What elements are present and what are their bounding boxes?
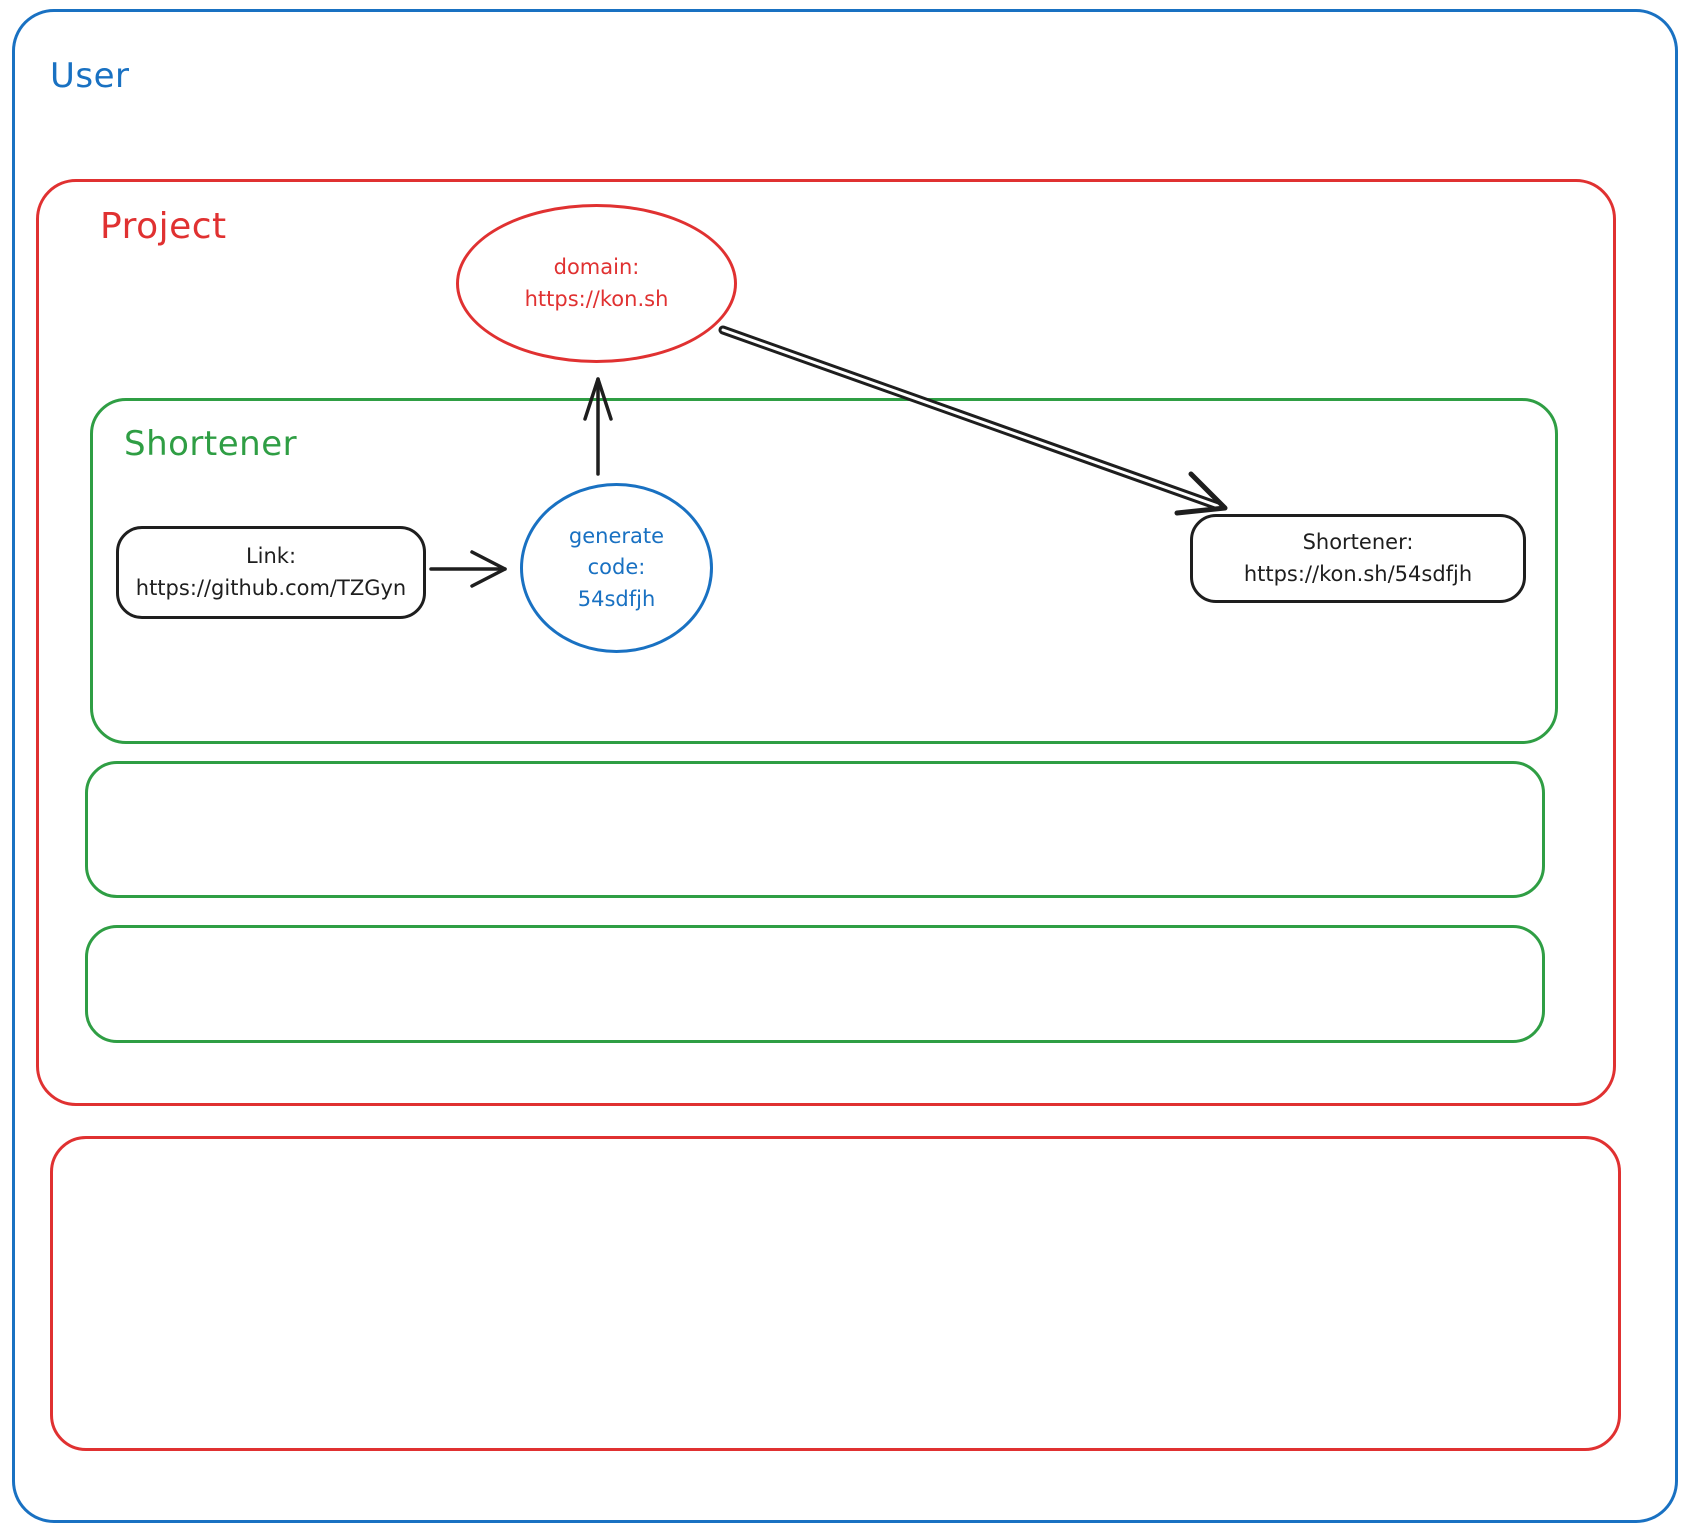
shortened-url-node: Shortener: https://kon.sh/54sdfjh	[1190, 514, 1526, 603]
link-node-line1: Link:	[245, 544, 297, 568]
domain-ellipse-node: domain: https://kon.sh	[456, 204, 737, 363]
generate-code-circle-node: generate code: 54sdfjh	[520, 483, 713, 653]
shortener-label: Shortener	[124, 424, 298, 464]
user-label: User	[50, 56, 130, 96]
empty-red-box	[50, 1136, 1621, 1451]
domain-ellipse-line2: https://kon.sh	[524, 286, 669, 311]
empty-green-box-2	[85, 925, 1545, 1043]
link-node: Link: https://github.com/TZGyn	[116, 526, 426, 619]
generate-node-line3: 54sdfjh	[577, 586, 656, 611]
project-label: Project	[100, 206, 227, 247]
generate-node-line1: generate	[568, 523, 665, 548]
result-node-line2: https://kon.sh/54sdfjh	[1243, 561, 1473, 586]
user-container-frame	[12, 9, 1678, 1523]
domain-ellipse-line1: domain:	[553, 255, 640, 279]
result-node-line1: Shortener:	[1302, 530, 1414, 554]
project-container-frame	[36, 179, 1616, 1106]
generate-node-line2: code:	[587, 555, 646, 580]
link-node-line2: https://github.com/TZGyn	[135, 575, 407, 600]
empty-green-box-1	[85, 761, 1545, 898]
